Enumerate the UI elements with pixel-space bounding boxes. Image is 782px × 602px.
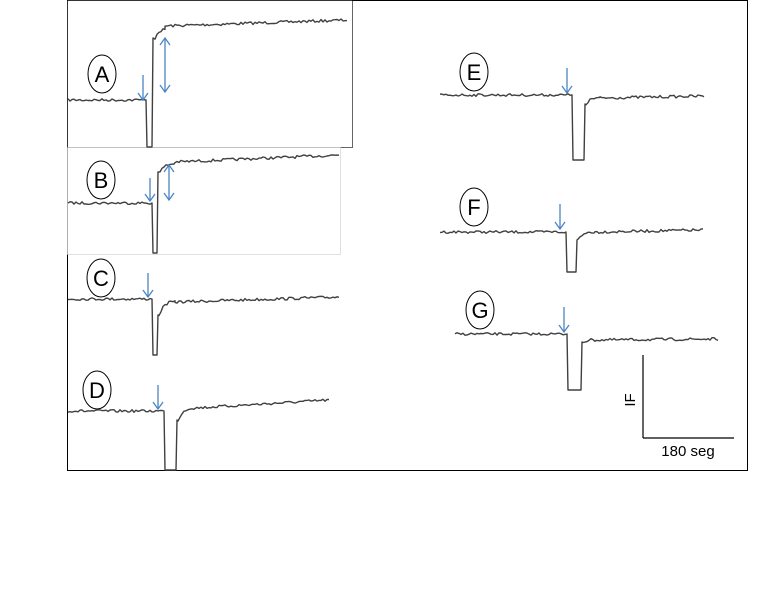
- injection-arrow-c: [143, 273, 153, 297]
- svg-text:G: G: [471, 298, 488, 323]
- panel-b-label: B: [87, 161, 115, 199]
- trace-g: [455, 333, 718, 390]
- svg-text:A: A: [95, 62, 110, 87]
- panel-g-label: G: [466, 291, 494, 329]
- svg-text:F: F: [467, 195, 480, 220]
- injection-arrow-e: [562, 68, 572, 93]
- panel-e-label: E: [460, 53, 488, 91]
- panel-f-label: F: [460, 188, 488, 226]
- panel-c-label: C: [87, 259, 115, 297]
- trace-f: [440, 229, 703, 272]
- trace-c: [68, 296, 339, 355]
- scale-bar-y-label: IF: [622, 393, 639, 406]
- panel-a-label: A: [88, 55, 116, 93]
- injection-arrow-g: [559, 307, 569, 332]
- svg-text:C: C: [93, 266, 109, 291]
- panel-d-label: D: [83, 371, 111, 409]
- svg-text:B: B: [94, 168, 109, 193]
- trace-d: [68, 399, 329, 470]
- scale-bar-x-label: 180 seg: [661, 443, 714, 460]
- svg-text:D: D: [89, 378, 105, 403]
- scale-bar: IF 180 seg: [622, 355, 734, 460]
- trace-e: [440, 94, 704, 160]
- injection-arrow-d: [153, 385, 163, 409]
- svg-text:E: E: [467, 60, 482, 85]
- injection-arrow-f: [555, 204, 565, 229]
